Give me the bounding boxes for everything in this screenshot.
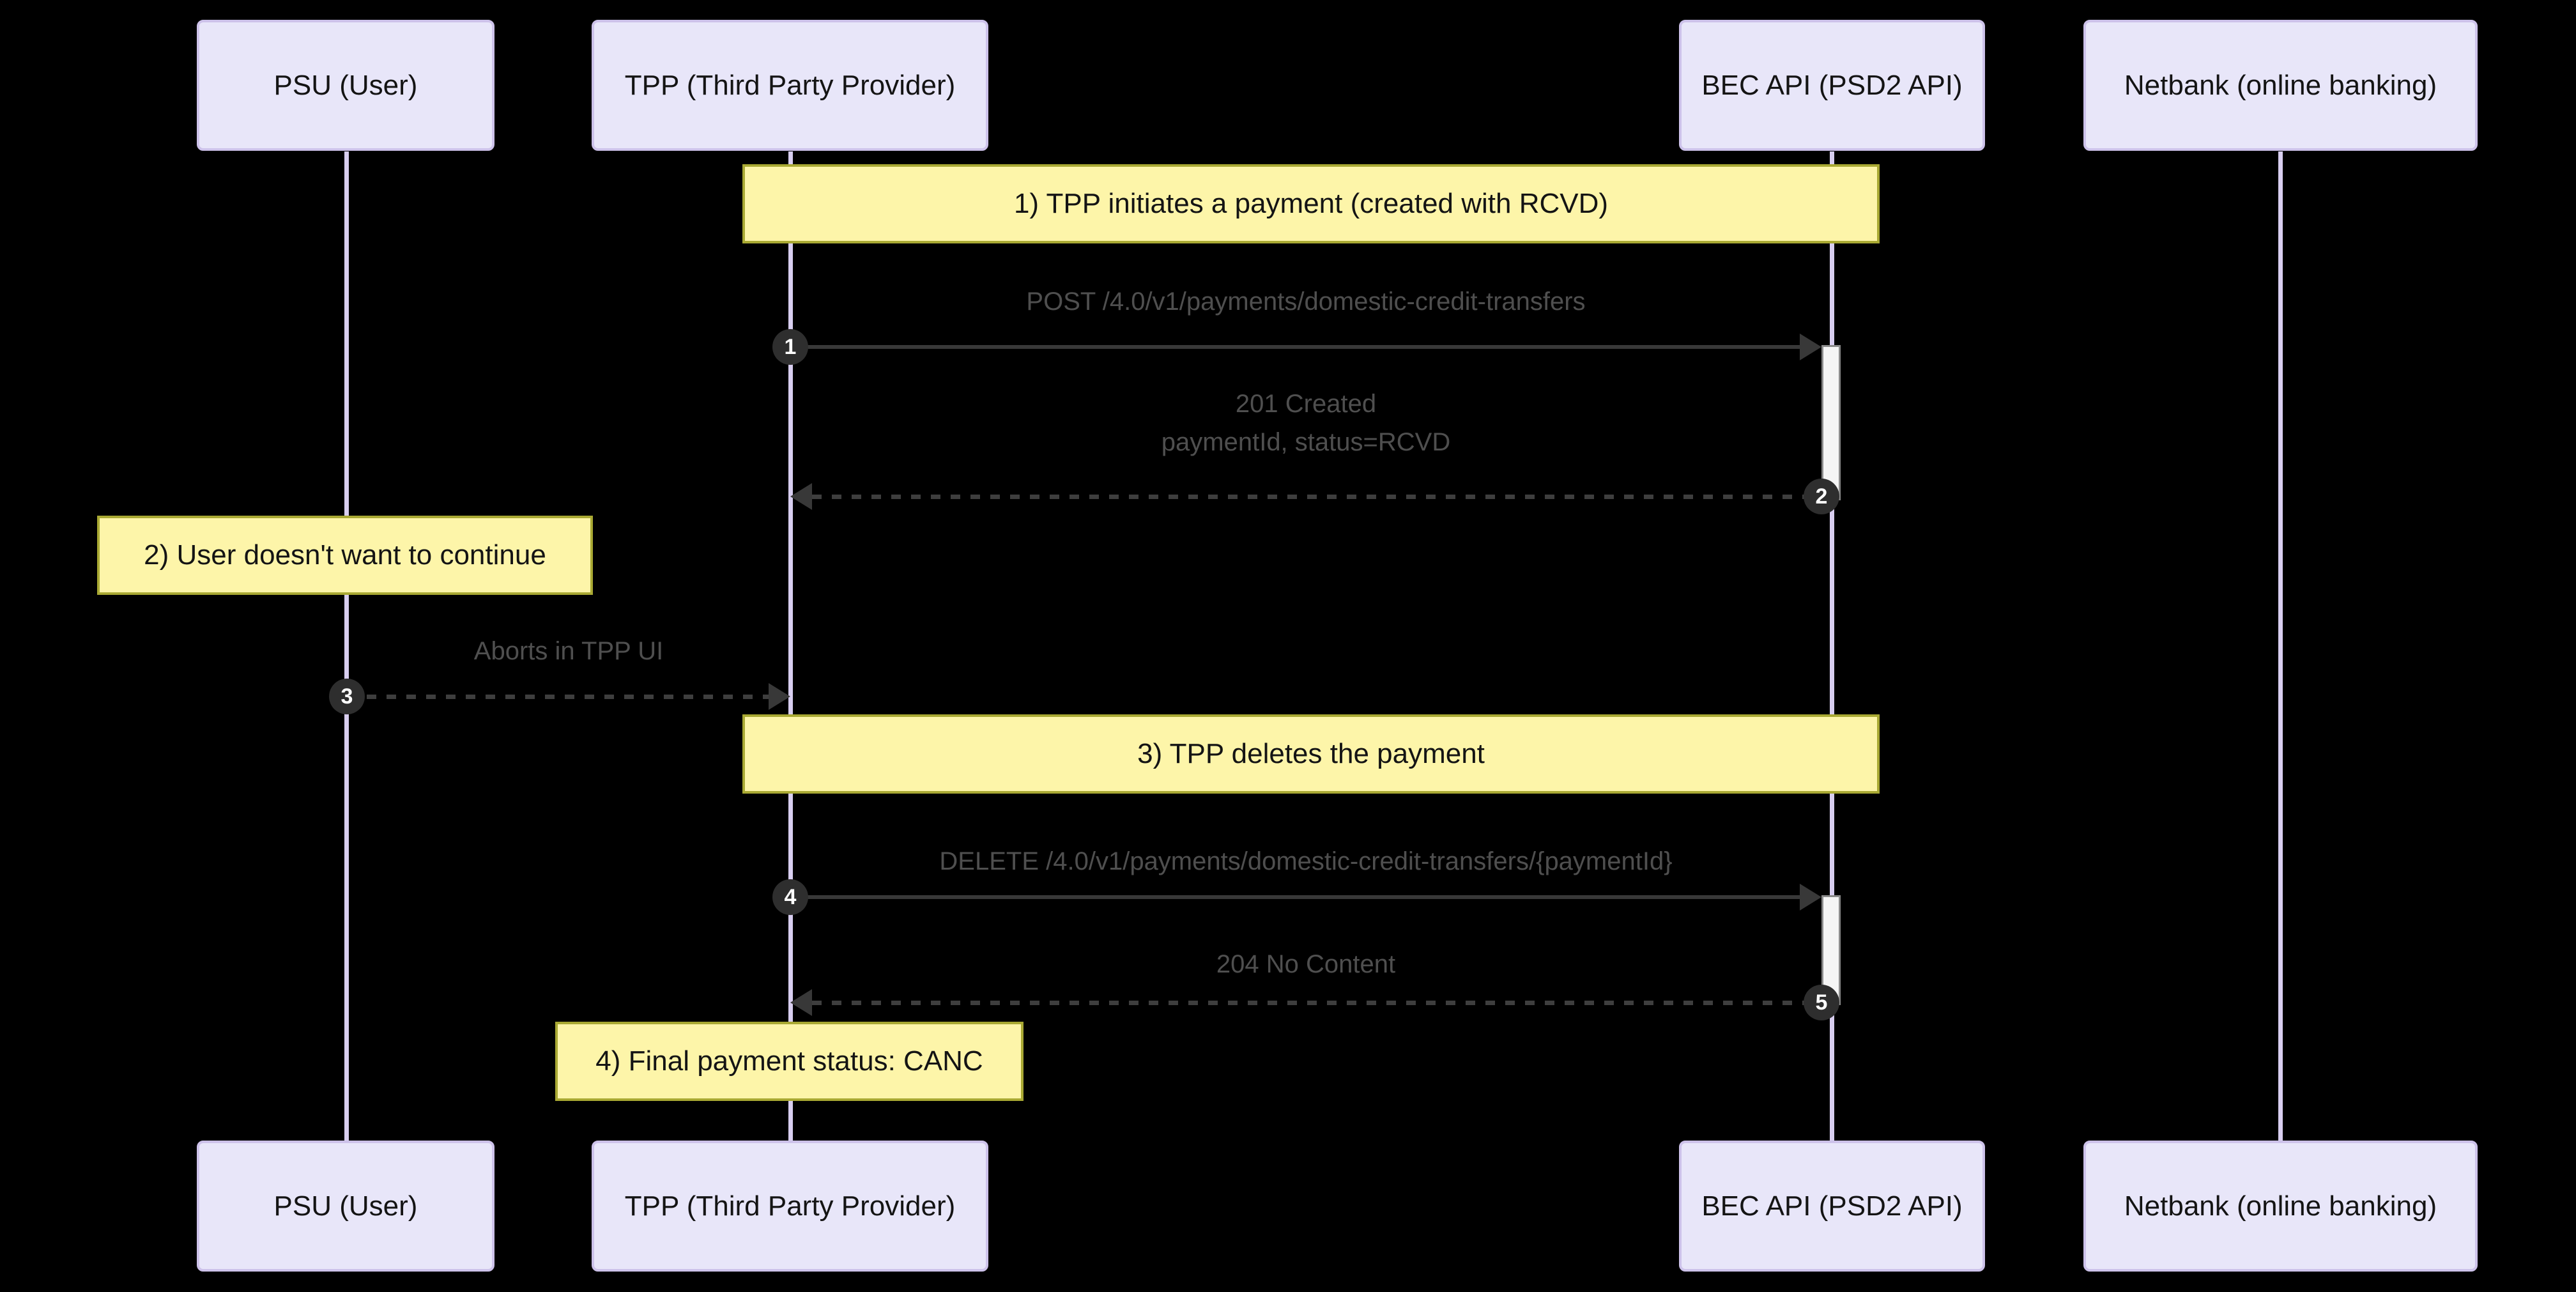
actor-label: TPP (Third Party Provider) xyxy=(624,69,956,101)
arrowhead-right-icon xyxy=(1800,884,1821,911)
message-5-line xyxy=(812,1001,1821,1005)
message-2-line xyxy=(812,495,1821,499)
actor-label: PSU (User) xyxy=(273,69,418,101)
sequence-number-5: 5 xyxy=(1804,985,1839,1020)
arrowhead-right-icon xyxy=(1800,334,1821,360)
note-text: 2) User doesn't want to continue xyxy=(144,539,546,571)
note-3: 3) TPP deletes the payment xyxy=(742,714,1880,794)
arrowhead-right-icon xyxy=(769,683,790,710)
sequence-number-3: 3 xyxy=(329,679,365,714)
actor-label: BEC API (PSD2 API) xyxy=(1701,1190,1963,1222)
lifeline-bec xyxy=(1830,151,1834,1141)
message-5-label: 204 No Content xyxy=(1216,950,1396,978)
note-4: 4) Final payment status: CANC xyxy=(555,1022,1023,1101)
actor-top-netbank: Netbank (online banking) xyxy=(2083,20,2478,151)
message-2-label-line2: paymentId, status=RCVD xyxy=(1161,428,1451,456)
arrowhead-left-icon xyxy=(790,989,812,1016)
note-text: 4) Final payment status: CANC xyxy=(595,1045,983,1077)
note-text: 1) TPP initiates a payment (created with… xyxy=(1013,188,1609,219)
arrowhead-left-icon xyxy=(790,483,812,510)
note-1: 1) TPP initiates a payment (created with… xyxy=(742,164,1880,243)
activation-bar-bec-1 xyxy=(1821,345,1841,500)
message-1-label: POST /4.0/v1/payments/domestic-credit-tr… xyxy=(1026,288,1586,316)
actor-bottom-netbank: Netbank (online banking) xyxy=(2083,1141,2478,1272)
sequence-number-1: 1 xyxy=(772,329,808,365)
note-text: 3) TPP deletes the payment xyxy=(1137,738,1485,769)
message-4-label: DELETE /4.0/v1/payments/domestic-credit-… xyxy=(939,847,1673,875)
sequence-number-2: 2 xyxy=(1804,479,1839,514)
lifeline-tpp xyxy=(788,151,793,1141)
message-3-line xyxy=(347,695,769,699)
lifeline-netbank xyxy=(2278,151,2283,1141)
actor-label: Netbank (online banking) xyxy=(2124,1190,2437,1222)
actor-top-bec: BEC API (PSD2 API) xyxy=(1679,20,1985,151)
message-3-label: Aborts in TPP UI xyxy=(473,637,664,665)
message-1-line xyxy=(790,345,1802,349)
actor-bottom-psu: PSU (User) xyxy=(197,1141,494,1272)
note-2: 2) User doesn't want to continue xyxy=(97,516,593,595)
actor-top-psu: PSU (User) xyxy=(197,20,494,151)
lifeline-psu xyxy=(344,151,349,1141)
message-4-line xyxy=(790,895,1802,899)
actor-label: PSU (User) xyxy=(273,1190,418,1222)
actor-label: Netbank (online banking) xyxy=(2124,69,2437,101)
sequence-number-4: 4 xyxy=(772,879,808,915)
actor-bottom-tpp: TPP (Third Party Provider) xyxy=(592,1141,988,1272)
actor-top-tpp: TPP (Third Party Provider) xyxy=(592,20,988,151)
actor-label: TPP (Third Party Provider) xyxy=(624,1190,956,1222)
message-2-label-line1: 201 Created xyxy=(1235,390,1377,418)
actor-bottom-bec: BEC API (PSD2 API) xyxy=(1679,1141,1985,1272)
actor-label: BEC API (PSD2 API) xyxy=(1701,69,1963,101)
